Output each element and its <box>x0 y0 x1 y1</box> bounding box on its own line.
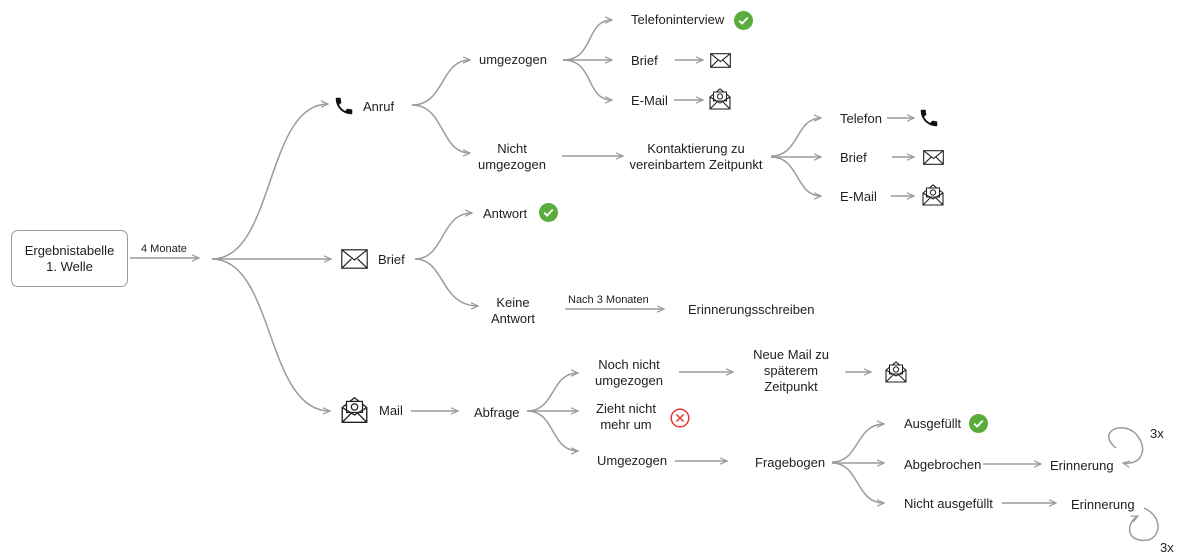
check-icon <box>539 203 558 227</box>
edge-abfrage-umgezogen <box>526 410 578 451</box>
edge-abfrage-noch-nicht <box>526 373 578 412</box>
fragebogen-label: Fragebogen <box>755 455 826 470</box>
kontaktierung-label: Kontaktierung zu vereinbartem Zeitpunkt <box>629 141 763 172</box>
edge-brief-antwort <box>414 213 472 260</box>
repeat-label-bottom: 3x <box>1160 540 1174 555</box>
umgezogen-mail-label: Umgezogen <box>597 453 668 468</box>
noch-nicht-umgezogen-label: Noch nicht umgezogen <box>595 357 663 388</box>
neue-mail-label: Neue Mail zu späterem Zeitpunkt <box>753 347 829 394</box>
nicht-ausgefuellt-label: Nicht ausgefüllt <box>904 496 993 511</box>
envelope-icon <box>341 249 368 274</box>
check-icon <box>969 414 988 438</box>
email-envelope-icon <box>709 88 731 115</box>
keine-antwort-label: Keine Antwort <box>490 295 536 326</box>
mail-label: Mail <box>379 403 403 418</box>
brief2-label: Brief <box>840 150 867 165</box>
brief-label: Brief <box>378 252 405 267</box>
edge-brief-keine-antwort <box>414 258 478 306</box>
loop-arrow-icon <box>1128 507 1159 542</box>
envelope-icon <box>923 150 944 170</box>
edge-kontakt-telefon <box>770 118 821 157</box>
erinnerung-2-label: Erinnerung <box>1071 497 1135 512</box>
edge-label-after-three-months: Nach 3 Monaten <box>568 294 649 306</box>
root-line2: 1. Welle <box>46 258 93 274</box>
antwort-label: Antwort <box>483 206 528 221</box>
edge-umgezogen-email <box>562 59 612 100</box>
edge-fragebogen-ausgefuellt <box>831 424 884 463</box>
repeat-label-top: 3x <box>1150 426 1164 441</box>
email-envelope-icon <box>922 184 944 211</box>
ausgefuellt-label: Ausgefüllt <box>904 416 962 431</box>
root-line1: Ergebnistabelle <box>24 242 115 258</box>
edge-hub-anruf <box>211 104 328 260</box>
edge-anruf-umgezogen <box>411 60 470 106</box>
email-envelope-icon <box>885 361 907 388</box>
check-icon <box>734 11 753 35</box>
phone-icon <box>918 107 940 134</box>
nicht-umgezogen-label: Nicht umgezogen <box>478 141 546 172</box>
email-envelope-icon <box>341 396 368 429</box>
loop-arrow-icon <box>1108 427 1144 464</box>
root-node: Ergebnistabelle 1. Welle <box>11 230 128 287</box>
brief-option-label: Brief <box>631 53 658 68</box>
edge-anruf-nicht-umgezogen <box>411 104 470 153</box>
abfrage-label: Abfrage <box>474 405 520 420</box>
umgezogen-label: umgezogen <box>479 52 547 67</box>
envelope-icon <box>710 53 731 73</box>
edge-umgezogen-telefoninterview <box>562 20 612 61</box>
cross-icon <box>670 408 690 433</box>
email2-label: E-Mail <box>840 189 877 204</box>
edge-label-four-months: 4 Monate <box>141 243 187 255</box>
edge-kontakt-email <box>770 156 821 196</box>
edge-hub-mail <box>211 258 330 411</box>
email-option-label: E-Mail <box>631 93 668 108</box>
anruf-label: Anruf <box>363 99 395 114</box>
edge-fragebogen-nicht-ausgefuellt <box>831 462 884 503</box>
telefoninterview-label: Telefoninterview <box>631 12 725 27</box>
erinnerung-1-label: Erinnerung <box>1050 458 1114 473</box>
telefon-label: Telefon <box>840 111 882 126</box>
zieht-nicht-label: Zieht nicht mehr um <box>596 401 656 432</box>
phone-icon <box>333 95 355 122</box>
abgebrochen-label: Abgebrochen <box>904 457 982 472</box>
erinnerungsschreiben-label: Erinnerungsschreiben <box>688 302 815 317</box>
